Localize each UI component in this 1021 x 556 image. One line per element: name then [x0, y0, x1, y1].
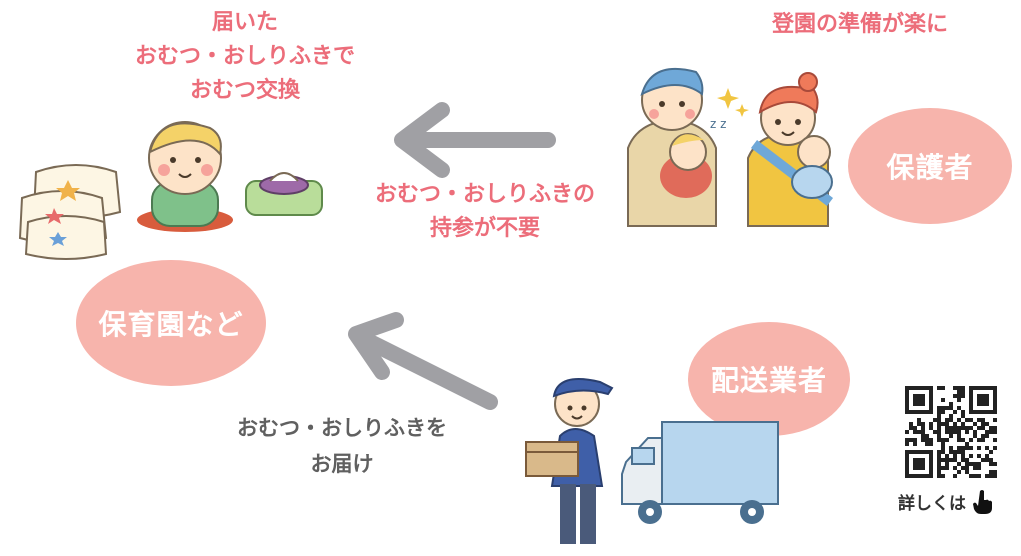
nursery-caption: 届いた おむつ・おしりふきで おむつ交換	[110, 6, 380, 108]
qr-label-row[interactable]: 詳しくは	[898, 486, 1018, 516]
delivery-illustration	[525, 378, 779, 544]
pointing-hand-icon	[973, 490, 992, 514]
arrow-delivery-to-nursery	[348, 312, 498, 410]
arrow-caption-line-1: おむつ・おしりふきの	[374, 182, 595, 207]
wipes-illustration	[245, 172, 323, 216]
guardian-caption: 登園の準備が楽に	[771, 12, 948, 37]
parents-illustration: z z	[627, 67, 834, 227]
delivery-caption-line-2: お届け	[310, 452, 374, 476]
nursery-caption-line-2: おむつ・おしりふきで	[134, 44, 355, 69]
arrow-caption: おむつ・おしりふきの 持参が不要	[350, 178, 620, 246]
arrow-caption-line-2: 持参が不要	[429, 216, 540, 241]
svg-text:z z: z z	[710, 117, 726, 131]
qr-label: 詳しくは	[898, 493, 966, 514]
delivery-caption: おむつ・おしりふきを お届け	[222, 410, 462, 482]
arrow-guardian-to-nursery	[394, 102, 556, 178]
baby-illustration	[137, 121, 233, 232]
guardian-circle: 保護者	[848, 108, 1012, 224]
delivery-caption-line-1: おむつ・おしりふきを	[237, 416, 447, 440]
qr-code-icon[interactable]	[905, 386, 997, 478]
nursery-circle: 保育園など	[76, 260, 266, 386]
delivery-circle: 配送業者	[688, 322, 850, 436]
nursery-caption-line-1: 届いた	[211, 10, 278, 35]
diapers-illustration	[18, 164, 122, 260]
nursery-caption-line-3: おむつ交換	[189, 78, 300, 103]
